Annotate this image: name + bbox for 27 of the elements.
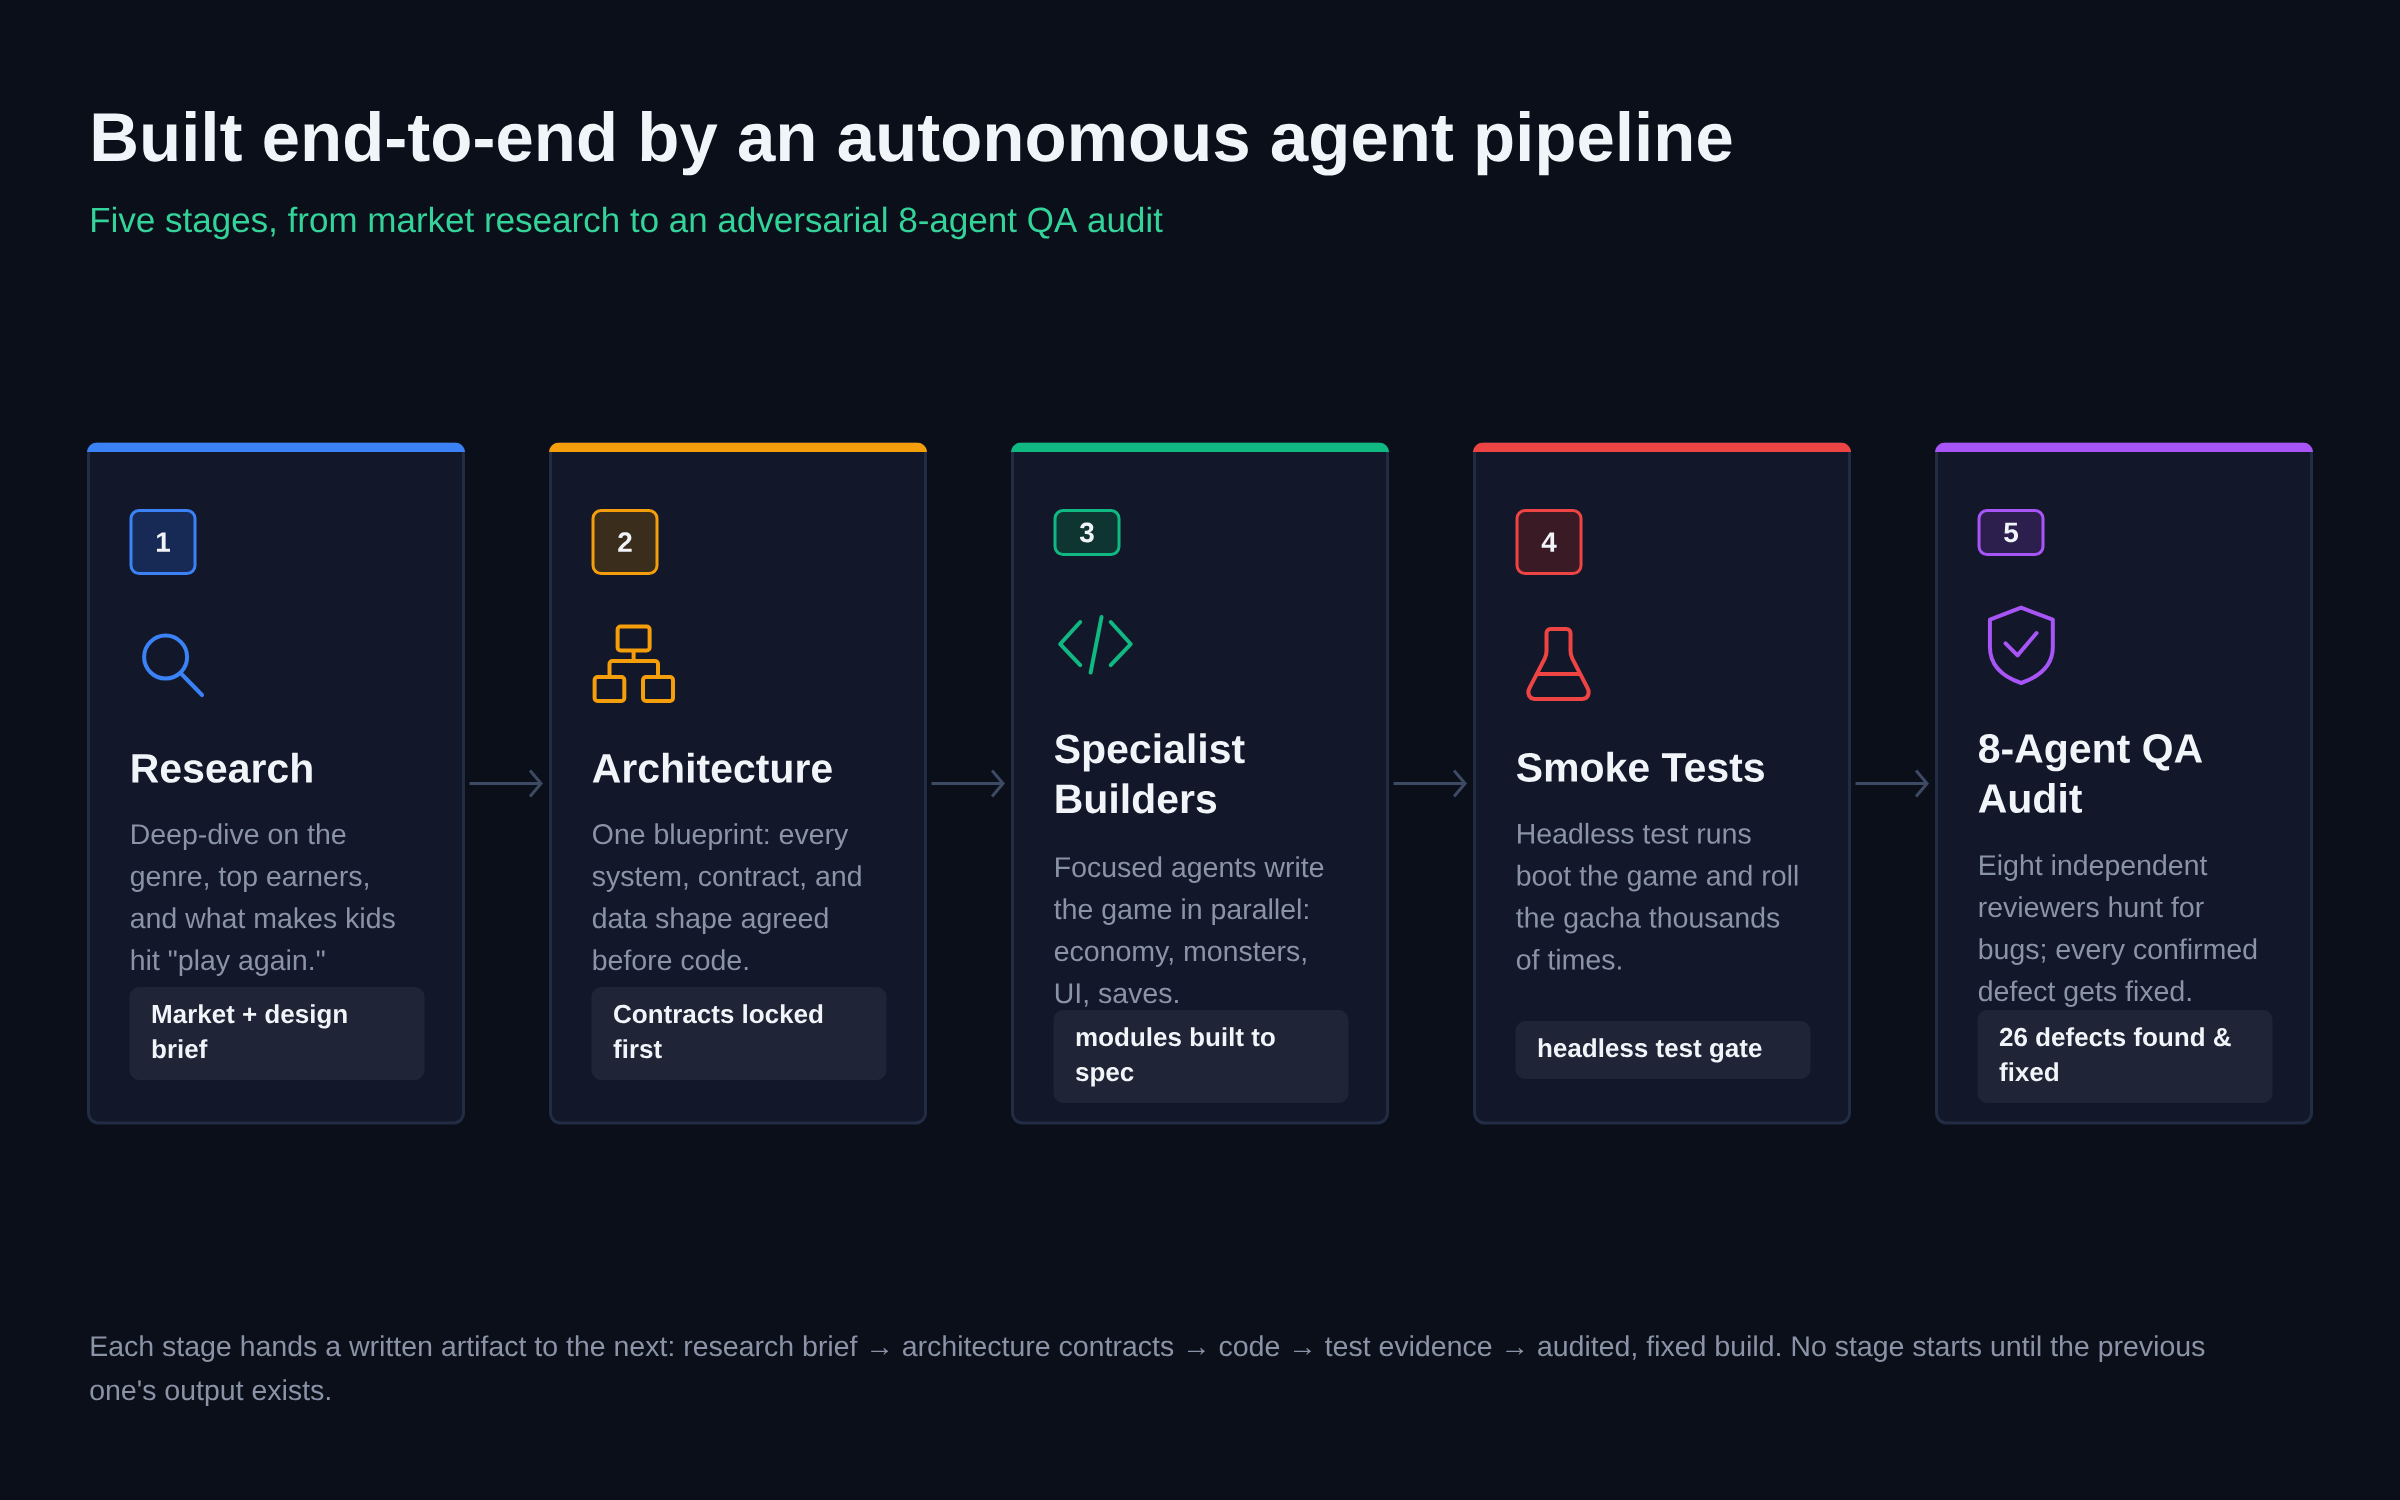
output-tag: Contracts locked first xyxy=(591,987,887,1080)
stage-description: One blueprint: every system, contract, and data shape agreed before code. xyxy=(592,823,861,971)
stage-description: Focused agents write the game in parallel: economy, monsters, UI, saves. xyxy=(1054,856,1324,1007)
step-number-badge: 4 xyxy=(1515,509,1583,575)
subtitle: Five stages, from market research to an adversarial 8-agent QA audit xyxy=(92,206,1163,240)
stage-title: 8-Agent QA Audit xyxy=(1978,734,2203,813)
title: Built end-to-end by an autonomous agent pipeline xyxy=(93,111,1732,176)
step-number-badge: 3 xyxy=(1053,509,1121,556)
output-tag: modules built to spec xyxy=(1053,1010,1349,1103)
arrow xyxy=(469,769,543,798)
stage-title: Architecture xyxy=(592,752,832,783)
output-tag: headless test gate xyxy=(1515,1021,1811,1079)
output-tag: 26 defects found & fixed xyxy=(1977,1010,2273,1103)
stage-description: Deep-dive on the genre, top earners, and what makes kids hit "play again." xyxy=(130,823,395,976)
stage-title: Specialist Builders xyxy=(1054,733,1245,814)
arrow xyxy=(1393,769,1468,798)
step-number-badge: 2 xyxy=(591,509,659,575)
step-number-badge: 5 xyxy=(1977,509,2045,556)
footnote: Each stage hands a written artifact to the next: research brief → architecture contracts → code → test evidence → audited, fixed build. No stage starts until the previous one's output exists. xyxy=(90,1335,2205,1406)
output-tag: Market + design brief xyxy=(129,987,425,1080)
step-number-badge: 1 xyxy=(129,509,197,575)
stage-description: Headless test runs boot the game and roll the gacha thousands of times. xyxy=(1516,822,1798,970)
arrow xyxy=(931,769,1005,798)
stage-title: Smoke Tests xyxy=(1516,751,1764,782)
stage-title: Research xyxy=(132,752,312,783)
arrow xyxy=(1855,769,1930,798)
stage-description: Eight independent reviewers hunt for bugs; every confirmed defect gets fixed. xyxy=(1978,854,2257,1007)
